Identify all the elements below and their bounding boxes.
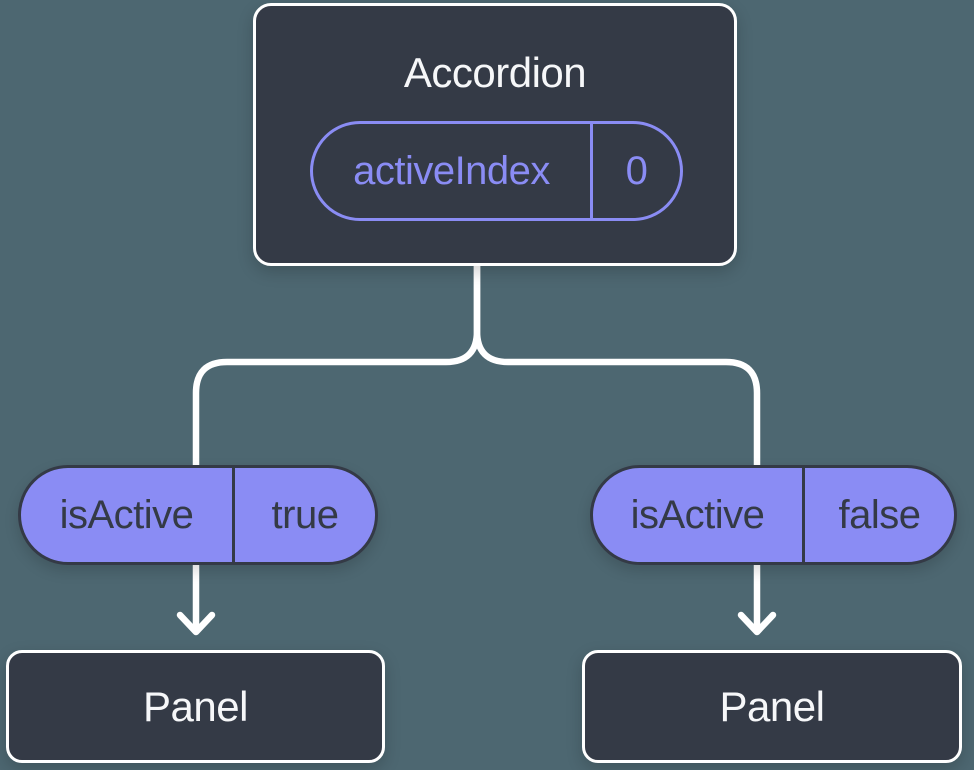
prop-name-label: isActive [59,492,194,537]
prop-badge-isactive-true: isActive true [18,465,378,565]
badge-divider [590,124,593,218]
panel-node-title: Panel [143,682,248,730]
panel-node-left: Panel [6,650,385,763]
prop-value-label: true [271,492,339,537]
arrowhead-down-right-icon [737,611,777,636]
panel-node-right: Panel [582,650,962,763]
state-name-label: activeIndex [353,148,550,193]
accordion-node-title: Accordion [403,49,587,96]
badge-divider [802,468,805,562]
branch-line-left [192,262,481,630]
prop-badge-isactive-false: isActive false [590,465,957,565]
state-value-label: 0 [625,148,648,193]
state-badge-activeindex: activeIndex 0 [310,121,683,221]
branch-line-right [473,262,761,630]
badge-divider [232,468,235,562]
panel-node-title: Panel [719,682,825,730]
prop-value-label: false [838,492,922,537]
prop-name-label: isActive [630,492,765,537]
accordion-node: Accordion activeIndex 0 [253,3,737,266]
arrowhead-down-left-icon [176,611,216,636]
